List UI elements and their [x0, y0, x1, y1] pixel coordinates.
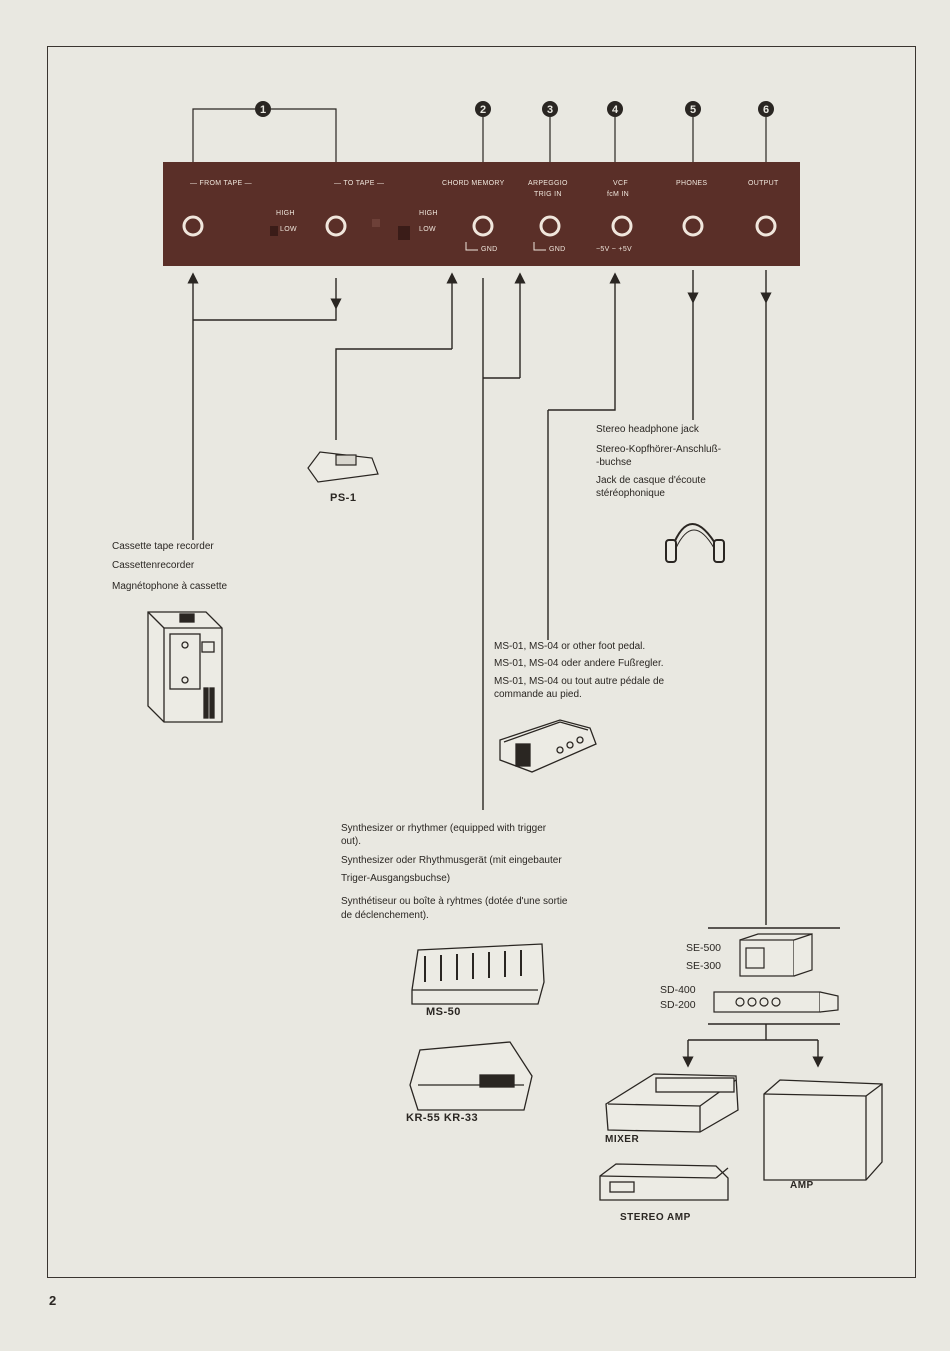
synth-label-de1: Synthesizer oder Rhythmusgerät (mit eing… — [341, 855, 562, 866]
cv-range-label: −5V ~ +5V — [596, 246, 632, 253]
se500-label: SE-500 — [686, 942, 722, 954]
vcf-jack — [611, 215, 633, 237]
headphone-label-fr1: Jack de casque d'écoute — [596, 475, 706, 486]
ms50-label: MS-50 — [426, 1006, 461, 1018]
callout-4: 4 — [607, 101, 623, 117]
arpeggio-label: ARPEGGIO — [528, 180, 568, 187]
phones-jack — [682, 215, 704, 237]
kr-label: KR-55 KR-33 — [406, 1112, 479, 1124]
rear-panel — [163, 162, 800, 266]
trig-in-label: TRIG IN — [534, 191, 562, 198]
chord-memory-label: CHORD MEMORY — [442, 180, 505, 187]
synth-label-en2: out). — [341, 836, 362, 847]
headphone-label-de1: Stereo-Kopfhörer-Anschluß- — [596, 444, 722, 455]
low-label-2: LOW — [419, 226, 436, 233]
svg-text:1: 1 — [260, 104, 266, 116]
se500-echo-icon — [739, 933, 813, 977]
cassette-label-en: Cassette tape recorder — [112, 541, 214, 552]
sd200-label: SD-200 — [660, 999, 696, 1011]
pedal-label-de: MS-01, MS-04 oder andere Fußregler. — [494, 658, 664, 669]
high-label-2: HIGH — [419, 210, 438, 217]
stereo-amp-label: STEREO AMP — [620, 1212, 691, 1223]
gnd-label-2: GND — [549, 246, 566, 253]
vcf-label: VCF — [613, 180, 628, 187]
sd400-label: SD-400 — [660, 984, 696, 996]
svg-text:6: 6 — [763, 104, 769, 116]
switch-1 — [372, 219, 380, 227]
synth-label-fr1: Synthétiseur ou boîte à ryhtmes (dotée d… — [341, 896, 568, 907]
switch-2 — [398, 226, 410, 240]
switch-0 — [270, 226, 278, 236]
svg-text:2: 2 — [480, 104, 486, 116]
svg-text:4: 4 — [612, 104, 619, 116]
headphone-label-de2: -buchse — [596, 457, 632, 468]
svg-text:5: 5 — [690, 104, 696, 116]
cassette-label-de: Cassettenrecorder — [112, 560, 195, 571]
headphone-label-fr2: stéréophonique — [596, 488, 665, 499]
foot-pedal-icon — [499, 719, 597, 773]
headphones-icon — [665, 523, 725, 563]
gnd-label-1: GND — [481, 246, 498, 253]
from-tape-label: — FROM TAPE — — [190, 180, 252, 187]
pedal-label-en: MS-01, MS-04 or other foot pedal. — [494, 641, 646, 652]
phones-label: PHONES — [676, 180, 708, 187]
ms50-synth-icon — [411, 943, 545, 1005]
ps1-label: PS-1 — [330, 492, 357, 504]
svg-text:3: 3 — [547, 104, 553, 116]
output-label: OUTPUT — [748, 180, 779, 187]
amp-label: AMP — [790, 1180, 814, 1191]
callout-6: 6 — [758, 101, 774, 117]
synth-label-fr2: de déclenchement). — [341, 910, 429, 921]
callout-5: 5 — [685, 101, 701, 117]
page-frame — [47, 46, 916, 1278]
output-jack — [755, 215, 777, 237]
kr55-rhythm-icon — [409, 1041, 533, 1111]
to-tape-jack — [325, 215, 347, 237]
synth-label-de2: Triger-Ausgangsbuchse) — [341, 873, 451, 884]
se300-label: SE-300 — [686, 960, 722, 972]
page-number: 2 — [49, 1293, 57, 1308]
synth-label-en1: Synthesizer or rhythmer (equipped with t… — [341, 823, 547, 834]
callout-1: 1 — [255, 101, 271, 117]
headphone-label-en: Stereo headphone jack — [596, 424, 699, 435]
pedal-label-fr1: MS-01, MS-04 ou tout autre pédale de — [494, 676, 665, 687]
high-label-1: HIGH — [276, 210, 295, 217]
low-label-1: LOW — [280, 226, 297, 233]
mixer-icon — [605, 1073, 739, 1133]
ps1-pedal-icon — [307, 451, 379, 483]
amp-icon — [763, 1079, 883, 1181]
fcm-in-label: fcM IN — [607, 191, 630, 198]
mixer-label: MIXER — [605, 1134, 640, 1145]
chord-memory-jack — [472, 215, 494, 237]
arpeggio-jack — [539, 215, 561, 237]
stereo-amp-icon — [599, 1163, 729, 1201]
sd400-delay-icon — [713, 991, 839, 1013]
callout-2: 2 — [475, 101, 491, 117]
callout-3: 3 — [542, 101, 558, 117]
cassette-recorder-icon — [147, 611, 223, 723]
pedal-label-fr2: commande au pied. — [494, 689, 582, 700]
to-tape-label: — TO TAPE — — [334, 180, 385, 187]
from-tape-jack — [182, 215, 204, 237]
cassette-label-fr: Magnétophone à cassette — [112, 581, 228, 592]
